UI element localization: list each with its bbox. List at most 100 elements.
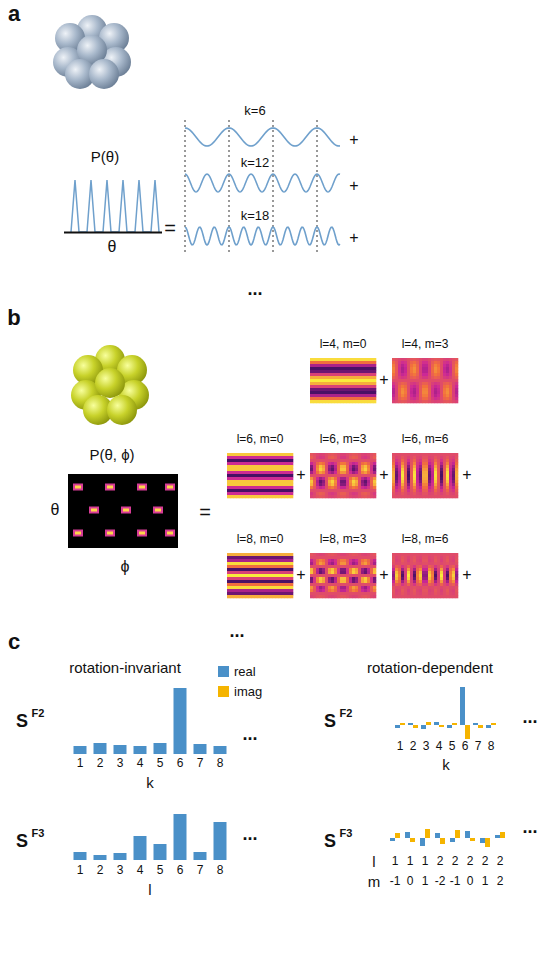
harmonic-cell (236, 492, 239, 495)
harmonic-cell (260, 468, 263, 471)
harmonic-cell (275, 553, 278, 556)
harmonic-cell (310, 397, 313, 400)
harmonic-cell (319, 465, 322, 468)
harmonic-cell (428, 364, 431, 367)
harmonic-cell (242, 592, 245, 595)
harmonic-cell (287, 456, 290, 459)
harmonic-cell (236, 465, 239, 468)
harmonic-cell (284, 456, 287, 459)
harmonic-cell (398, 492, 401, 495)
harmonic-cell (404, 397, 407, 400)
harmonic-cell (290, 586, 293, 589)
harmonic-cell (269, 477, 272, 480)
harmonic-cell (331, 376, 334, 379)
harmonic-cell (263, 486, 266, 489)
harmonic-cell (239, 556, 242, 559)
harmonic-cell (455, 492, 458, 495)
harmonic-cell (343, 462, 346, 465)
harmonic-cell (248, 474, 251, 477)
harmonic-cell (319, 471, 322, 474)
peak-dot (75, 486, 81, 489)
harmonic-cell (233, 577, 236, 580)
harmonic-cell (251, 553, 254, 556)
harmonic-cell (331, 456, 334, 459)
harmonic-cell (337, 394, 340, 397)
harmonic-cell (355, 453, 358, 456)
harmonic-cell (410, 394, 413, 397)
harmonic-cell (401, 367, 404, 370)
harmonic-cell (260, 453, 263, 456)
harmonic-cell (419, 474, 422, 477)
harmonic-cell (242, 568, 245, 571)
harmonic-cell (343, 373, 346, 376)
harmonic-cell (269, 489, 272, 492)
harmonic-cell (316, 462, 319, 465)
harmonic-cell (419, 462, 422, 465)
harmonic-cell (364, 459, 367, 462)
harmonic-cell (425, 486, 428, 489)
harmonic-cell (328, 391, 331, 394)
harmonic-cell (355, 477, 358, 480)
harmonic-cell (407, 394, 410, 397)
harmonic-cell (331, 385, 334, 388)
harmonic-cell (233, 465, 236, 468)
harmonic-cell (340, 480, 343, 483)
harmonic-cell (437, 471, 440, 474)
harmonic-cell (358, 483, 361, 486)
harmonic-cell (410, 471, 413, 474)
harmonic-cell (227, 580, 230, 583)
harmonic-cell (358, 480, 361, 483)
harmonic-cell (287, 574, 290, 577)
harmonic-cell (269, 583, 272, 586)
harmonic-cell (328, 477, 331, 480)
harmonic-cell (322, 358, 325, 361)
harmonic-cell (313, 459, 316, 462)
harmonic-cell (440, 486, 443, 489)
harmonic-cell (401, 462, 404, 465)
harmonic-cell (352, 486, 355, 489)
harmonic-cell (455, 471, 458, 474)
harmonic-cell (346, 483, 349, 486)
harmonic-cell (416, 373, 419, 376)
harmonic-cell (316, 492, 319, 495)
harmonic-cell (431, 358, 434, 361)
harmonic-cell (443, 385, 446, 388)
harmonic-cell (233, 595, 236, 598)
harmonic-cell (434, 480, 437, 483)
harmonic-cell (346, 379, 349, 382)
harmonic-cell (352, 462, 355, 465)
harmonic-cell (334, 462, 337, 465)
harmonic-cell (443, 495, 446, 498)
harmonic-cell (428, 468, 431, 471)
harmonic-cell (367, 397, 370, 400)
harmonic-cell (425, 397, 428, 400)
harmonic-cell (287, 559, 290, 562)
harmonic-cell (284, 459, 287, 462)
harmonic-cell (343, 453, 346, 456)
harmonic-cell (245, 480, 248, 483)
harmonic-cell (416, 391, 419, 394)
harmonic-cell (245, 562, 248, 565)
harmonic-cell (358, 465, 361, 468)
harmonic-cell (260, 492, 263, 495)
harmonic-cell (230, 459, 233, 462)
harmonic-cell (425, 456, 428, 459)
harmonic-cell (419, 391, 422, 394)
harmonic-cell (419, 486, 422, 489)
harmonic-cell (272, 462, 275, 465)
harmonic-cell (413, 480, 416, 483)
harmonic-cell (340, 391, 343, 394)
harmonic-cell (346, 495, 349, 498)
harmonic-cell (340, 462, 343, 465)
harmonic-cell (287, 592, 290, 595)
harmonic-cell (446, 453, 449, 456)
harmonic-cell (260, 465, 263, 468)
harmonic-cell (316, 388, 319, 391)
harmonic-cell (431, 486, 434, 489)
harmonic-cell (437, 370, 440, 373)
harmonic-cell (349, 489, 352, 492)
harmonic-cell (236, 489, 239, 492)
harmonic-cell (340, 397, 343, 400)
harmonic-cell (437, 367, 440, 370)
harmonic-cell (316, 453, 319, 456)
